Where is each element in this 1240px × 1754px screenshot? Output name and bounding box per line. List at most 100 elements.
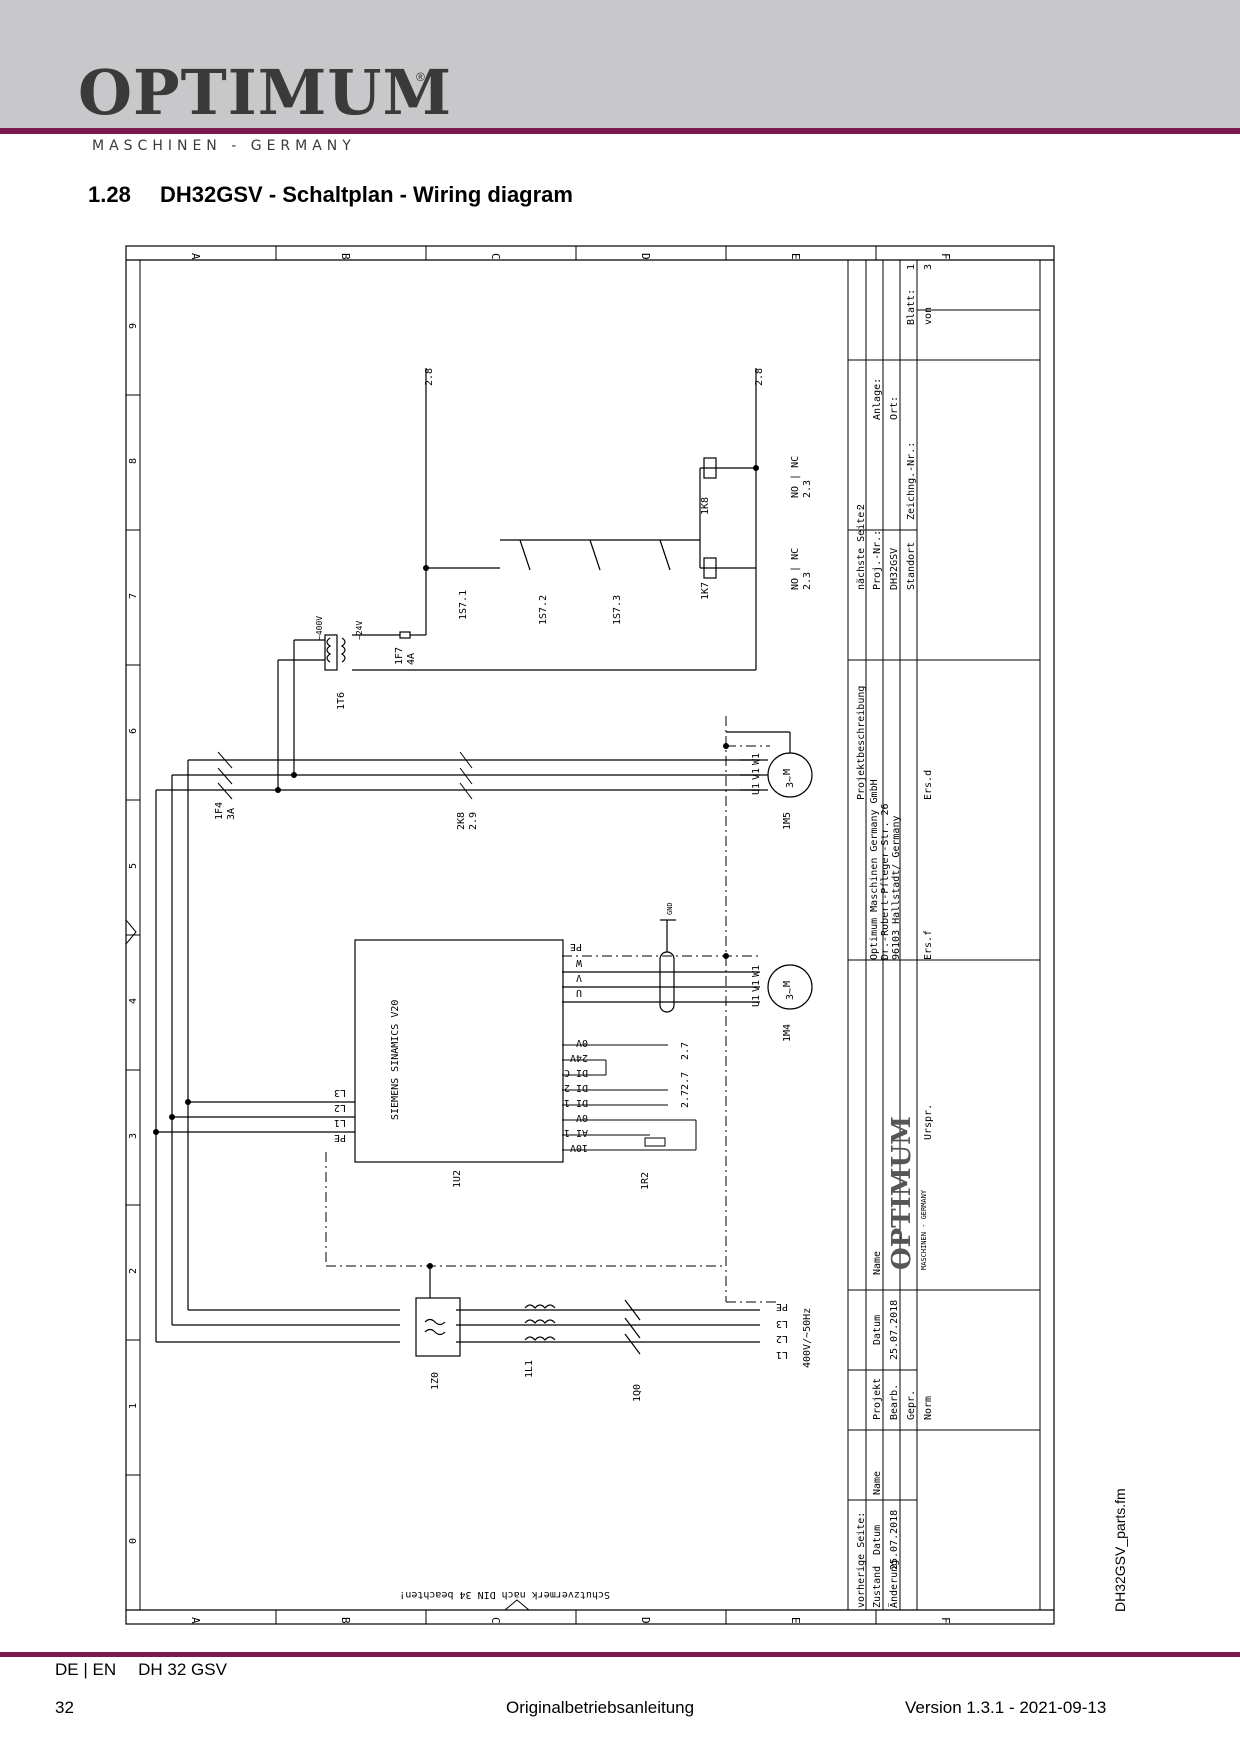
tb-blatt: Blatt: (906, 289, 917, 325)
row-9: 9 (128, 323, 139, 329)
supply-voltage: 400V/~50Hz (802, 1308, 813, 1368)
reactor-id: 1L1 (524, 1360, 535, 1378)
ref-27: 2.7 (680, 1042, 691, 1060)
tb-datum-value-1: 25.07.2018 (889, 1300, 900, 1360)
tb-blatt-value: 1 (906, 264, 917, 270)
col-d: D (639, 253, 652, 260)
col-f: F (939, 253, 952, 260)
footer-version: Version 1.3.1 - 2021-09-13 (905, 1698, 1107, 1717)
m4-v1: V1 (751, 980, 762, 992)
col-c-bottom: C (489, 1617, 502, 1624)
col-b-bottom: B (339, 1617, 352, 1624)
tb-gepr: Gepr. (906, 1390, 917, 1420)
transformer-in: ~400V (315, 616, 324, 640)
vfd-io-0v2: 0V (576, 1112, 588, 1123)
ref28-right: 2.8 (754, 368, 765, 386)
row-4: 4 (128, 998, 139, 1004)
vfd-io-di2: DI 2 (564, 1082, 588, 1093)
row-8: 8 (128, 458, 139, 464)
supply-l3: L3 (776, 1318, 788, 1329)
motor-4-id: 1M4 (782, 1024, 793, 1042)
tb-proj-nr: Proj.-Nr.: (872, 530, 883, 590)
tb-norm: Norm (923, 1396, 934, 1420)
switch-1: 1S7.1 (458, 590, 469, 620)
tb-proj-value: DH32GSV (889, 548, 900, 590)
vfd-out-u: U (576, 987, 582, 998)
tb-ers-d: Ers.d (923, 770, 934, 800)
column-letters-bottom: A B C D E F (189, 1617, 952, 1624)
vfd-io-0v: 0V (576, 1037, 588, 1048)
vfd-id: 1U2 (452, 1170, 463, 1188)
m5-w1: W1 (751, 753, 762, 765)
tb-zeichng: Zeichng.-Nr.: (906, 442, 917, 520)
fuse-motor-rating: 3A (226, 808, 237, 820)
tb-name-1: Name (872, 1251, 883, 1275)
m4-w1: W1 (751, 965, 762, 977)
row-1: 1 (128, 1403, 139, 1409)
tb-bearb: Bearb. (889, 1384, 900, 1420)
col-a-bottom: A (189, 1617, 202, 1624)
m4-u1: U1 (751, 995, 762, 1007)
pot-id: 1R2 (640, 1172, 651, 1190)
tb-projekt: Projekt (872, 1378, 883, 1420)
vfd-l2: L2 (334, 1102, 346, 1113)
row-7: 7 (128, 593, 139, 599)
tb-datum-2: Datum (872, 1525, 883, 1555)
header-rule (0, 128, 1240, 134)
motor-5-m: M (782, 769, 793, 775)
mainswitch-id: 1Q0 (632, 1384, 643, 1402)
motor-5-id: 1M5 (782, 812, 793, 830)
logo-brand: OPTIMUM (78, 56, 453, 129)
col-e-bottom: E (789, 1617, 802, 1624)
tb-logo-sub: MASCHINEN - GERMANY (920, 1189, 928, 1270)
tb-datum-value-2: 25.07.2018 (889, 1510, 900, 1570)
m5-u1: U1 (751, 783, 762, 795)
tb-zustand: Zustand (872, 1566, 883, 1608)
row-0: 0 (128, 1538, 139, 1544)
col-d-bottom: D (639, 1617, 652, 1624)
contactor-ref2: 2.9 (468, 812, 479, 830)
col-c: C (489, 253, 502, 260)
col-e: E (789, 253, 802, 260)
tb-ort: Ort: (889, 396, 900, 420)
footer-language-codes: DE | EN (55, 1660, 117, 1679)
tb-aenderung: Änderung (887, 1560, 900, 1608)
row-5: 5 (128, 863, 139, 869)
col-a: A (189, 253, 202, 260)
footer-rule (0, 1652, 1240, 1657)
row-2: 2 (128, 1268, 139, 1274)
supply-pe: PE (776, 1301, 788, 1312)
tb-next-page-value: 2 (856, 504, 867, 510)
section-number: 1.28 (88, 182, 131, 207)
logo-tagline: MASCHINEN - GERMANY (92, 138, 356, 154)
wiring-diagram: A B C D E F A B C D E F 9 8 7 6 5 4 3 2 … (125, 245, 1055, 1625)
tb-ers-f: Ers.f (923, 930, 934, 960)
tb-von: von (923, 307, 934, 325)
ref-2727: 2.72.7 (680, 1072, 691, 1108)
column-letters-top: A B C D E F (189, 253, 952, 260)
tb-location: Standort (906, 542, 917, 590)
motor-4-m: M (782, 981, 793, 987)
ref28-left: 2.8 (424, 368, 435, 386)
tb-project-description: Projektbeschreibung (856, 686, 867, 800)
contactor-ref: 2K8 (456, 812, 467, 830)
fuse-ctrl-id: 1F7 (394, 647, 405, 665)
tb-company-2: Dr.-Robert-Pfleger-Str. 26 (880, 803, 891, 960)
switch-2: 1S7.2 (538, 595, 549, 625)
fuse-motor-id: 1F4 (214, 802, 225, 820)
tb-logo: OPTIMUM (887, 1116, 917, 1270)
side-file-label: DH32GSV_parts.fm (1112, 1488, 1128, 1612)
page-number: 32 (55, 1698, 74, 1717)
col-f-bottom: F (939, 1617, 952, 1624)
vfd-io-24v: 24V (570, 1052, 588, 1063)
fuse-ctrl-rating: 4A (406, 653, 417, 665)
tb-company-1: Optimum Maschinen Germany GmbH (869, 779, 880, 960)
motor-5-phase: 3~ (785, 776, 796, 788)
ref23-k7: 2.3 (802, 572, 813, 590)
filter-id: 1Z0 (430, 1372, 441, 1390)
vfd-out-v: V (576, 972, 582, 983)
tb-urspr: Urspr. (923, 1104, 934, 1140)
gnd-label: GND (666, 902, 674, 915)
vfd-l1: L1 (334, 1117, 346, 1128)
